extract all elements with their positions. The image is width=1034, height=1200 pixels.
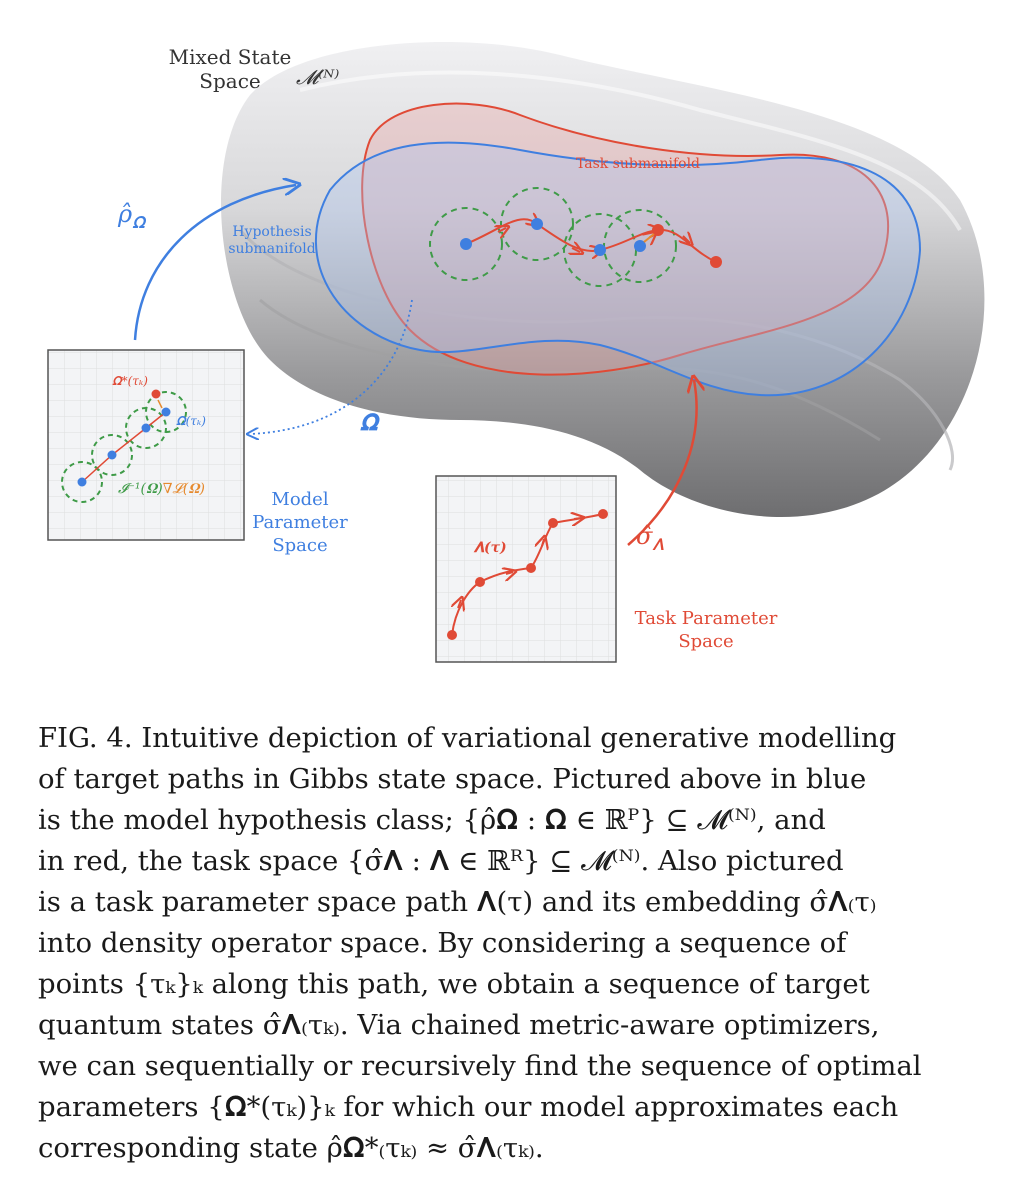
- model-space-title: Model: [271, 489, 328, 510]
- hypothesis-label: submanifold: [228, 241, 315, 257]
- task-space-title: Task Parameter: [635, 608, 778, 629]
- model-embedding-arrow: [133, 185, 296, 341]
- update-rule-label: 𝓘⁻¹(𝛀)∇𝓛(𝛀): [118, 481, 205, 497]
- model-space-title: Parameter: [252, 512, 348, 533]
- hypothesis-submanifold-region: [314, 141, 922, 397]
- hypothesis-label: Hypothesis: [232, 224, 311, 240]
- mixed-state-label: Mixed State: [169, 45, 292, 69]
- task-embedding-arrow: [627, 380, 697, 546]
- omega-projection-arrow: [250, 299, 413, 434]
- caption-line: we can sequentially or recursively find …: [38, 1050, 922, 1082]
- caption-line: is the model hypothesis class; {ρ̂𝛀 : 𝛀 …: [38, 804, 826, 836]
- path-arrow: [683, 236, 690, 243]
- rho-omega-label: ρ̂𝛀: [117, 200, 147, 232]
- task-submanifold-label: Task submanifold: [576, 156, 700, 172]
- caption-line: FIG. 4. Intuitive depiction of variation…: [38, 722, 897, 754]
- sigma-lambda-label: σ̂𝚲: [636, 522, 664, 554]
- task-parameter-space-panel: 𝚲(τ): [435, 475, 617, 663]
- omega-tau-label: 𝛀(τₖ): [176, 414, 206, 428]
- model-parameter-space-panel: 𝛀*(τₖ) 𝛀(τₖ) 𝓘⁻¹(𝛀)∇𝓛(𝛀): [47, 349, 245, 541]
- target-point: [710, 256, 722, 268]
- task-path-label: 𝚲(τ): [473, 540, 507, 556]
- caption-line: corresponding state ρ̂𝛀*₍τₖ₎ ≈ σ̂𝚲₍τₖ₎.: [38, 1132, 544, 1164]
- model-point: [594, 244, 606, 256]
- mixed-state-label: Space: [199, 69, 260, 93]
- model-space-title: Space: [272, 535, 327, 556]
- gradient-step-arrow: [644, 234, 654, 242]
- caption-line: quantum states σ̂𝚲₍τₖ₎. Via chained metr…: [38, 1009, 880, 1041]
- mixed-state-symbol: 𝓜⁽ᴺ⁾: [296, 65, 339, 89]
- task-space-title: Space: [678, 631, 733, 652]
- model-point: [460, 238, 472, 250]
- caption-line: is a task parameter space path 𝚲(τ) and …: [38, 886, 877, 918]
- path-arrow: [498, 228, 506, 232]
- caption-line: in red, the task space {σ̂𝚲 : 𝚲 ∈ ℝᴿ} ⊆ …: [38, 845, 844, 877]
- caption-line: into density operator space. By consider…: [38, 927, 847, 959]
- caption-line: points {τₖ}ₖ along this path, we obtain …: [38, 968, 870, 1000]
- figure-caption: FIG. 4. Intuitive depiction of variation…: [38, 718, 998, 1169]
- caption-line: parameters {𝛀*(τₖ)}ₖ for which our model…: [38, 1091, 899, 1123]
- omega-star-label: 𝛀*(τₖ): [112, 374, 148, 388]
- path-arrow: [572, 248, 580, 252]
- model-point: [531, 218, 543, 230]
- figure-illustration: Mixed State Space 𝓜⁽ᴺ⁾ Task submanifold …: [47, 42, 985, 663]
- omega-label: 𝛀: [360, 410, 381, 436]
- caption-line: of target paths in Gibbs state space. Pi…: [38, 763, 867, 795]
